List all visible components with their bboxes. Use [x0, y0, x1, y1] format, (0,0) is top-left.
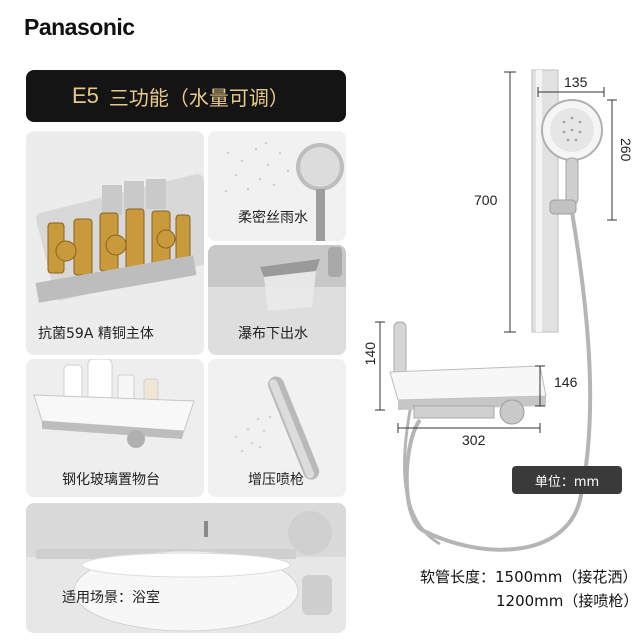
dimension-head-width: 135 — [564, 74, 588, 90]
feature-card-rain: 柔密丝雨水 — [208, 131, 346, 241]
feature-label-brass-body: 抗菌59A 精铜主体 — [38, 326, 154, 342]
glass-shelf-image — [26, 359, 204, 497]
dimension-body-height: 140 — [362, 342, 378, 366]
product-dimension-diagram — [375, 69, 617, 552]
feature-card-spray-gun: 增压喷枪 — [208, 359, 346, 497]
product-title-bar: E5 三功能（水量可调） — [26, 70, 346, 122]
hose-length-shower: 软管长度：1500mm（接花洒） — [420, 568, 638, 586]
unit-badge: 单位：mm — [512, 466, 622, 494]
bathroom-scene-image — [26, 503, 346, 633]
feature-card-glass-shelf: 钢化玻璃置物台 — [26, 359, 204, 497]
dimension-head-height: 260 — [618, 138, 634, 162]
feature-label-scene: 适用场景：浴室 — [62, 590, 160, 606]
function-title: 三功能（水量可调） — [108, 85, 289, 110]
waterfall-image — [208, 245, 346, 355]
feature-card-bathroom: 适用场景：浴室 — [26, 503, 346, 633]
spray-gun-image — [208, 359, 346, 497]
feature-card-brass-body: 抗菌59A 精铜主体 — [26, 131, 204, 355]
model-name: E5 — [72, 83, 99, 108]
brand-logo: Panasonic — [24, 14, 135, 40]
feature-label-rain: 柔密丝雨水 — [238, 210, 308, 226]
hose-length-gun: 1200mm（接喷枪） — [496, 592, 639, 610]
feature-label-waterfall: 瀑布下出水 — [238, 326, 308, 342]
brass-valve-image — [26, 131, 204, 355]
dimension-body-width: 302 — [462, 432, 486, 448]
dimension-shelf-depth: 146 — [554, 374, 578, 390]
dimension-bar-height: 700 — [474, 192, 498, 208]
feature-card-waterfall: 瀑布下出水 — [208, 245, 346, 355]
feature-label-glass-shelf: 钢化玻璃置物台 — [62, 472, 160, 488]
feature-label-spray-gun: 增压喷枪 — [248, 472, 304, 488]
rain-spray-image — [208, 131, 346, 241]
